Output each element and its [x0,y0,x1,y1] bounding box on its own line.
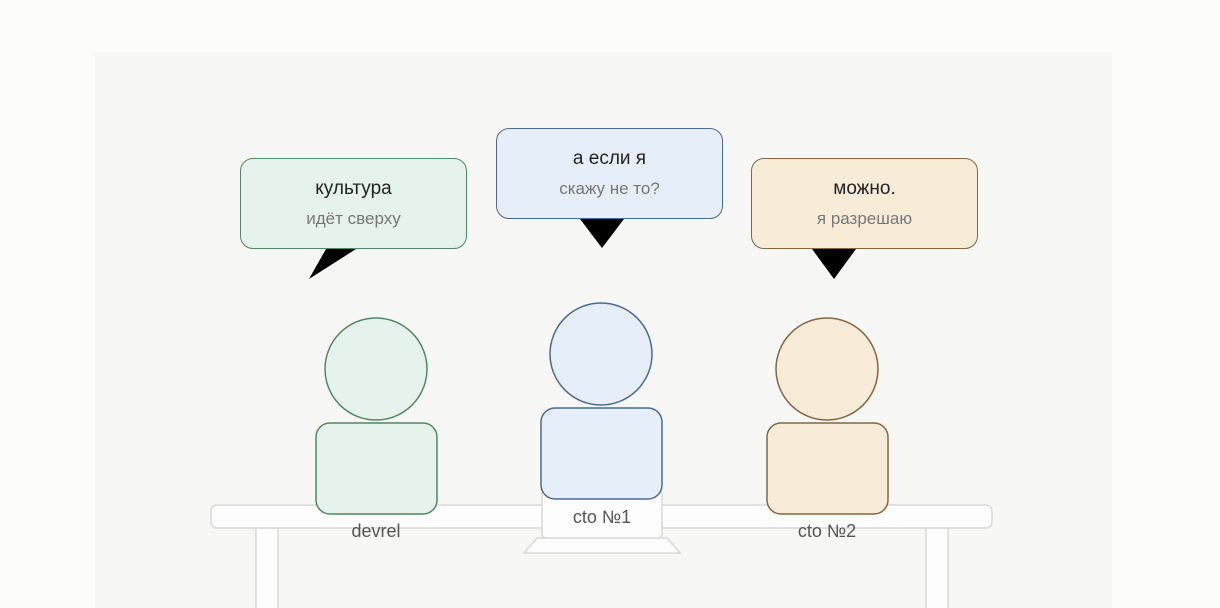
speech-bubble-devrel: культура идёт сверху [240,158,467,249]
body [315,422,438,515]
person-devrel [315,317,438,515]
bubble-line-2: скажу не то? [559,178,660,198]
bubble-line-1: культура [315,177,392,199]
table-leg-left [255,527,279,608]
person-cto1 [540,302,663,500]
bubble-tail-cto1 [580,219,624,248]
bubble-line-2: идёт сверху [306,208,401,228]
body [540,407,663,500]
bubble-line-1: можно. [833,177,896,199]
head [775,317,879,421]
label-cto2: cto №2 [797,521,857,541]
bubble-tail-devrel [309,249,356,279]
table-leg-right [925,527,949,608]
bubble-tail-cto2 [812,249,856,279]
podium-base [522,537,682,554]
speech-bubble-cto1: а если я скажу не то? [496,128,723,219]
label-cto1: cto №1 [572,507,632,527]
speech-bubble-cto2: можно. я разрешаю [751,158,978,249]
label-devrel: devrel [351,521,401,541]
body [766,422,889,515]
bubble-line-1: а если я [572,147,647,169]
head [324,317,428,421]
bubble-line-2: я разрешаю [816,208,913,228]
person-cto2 [766,317,889,515]
head [549,302,653,406]
